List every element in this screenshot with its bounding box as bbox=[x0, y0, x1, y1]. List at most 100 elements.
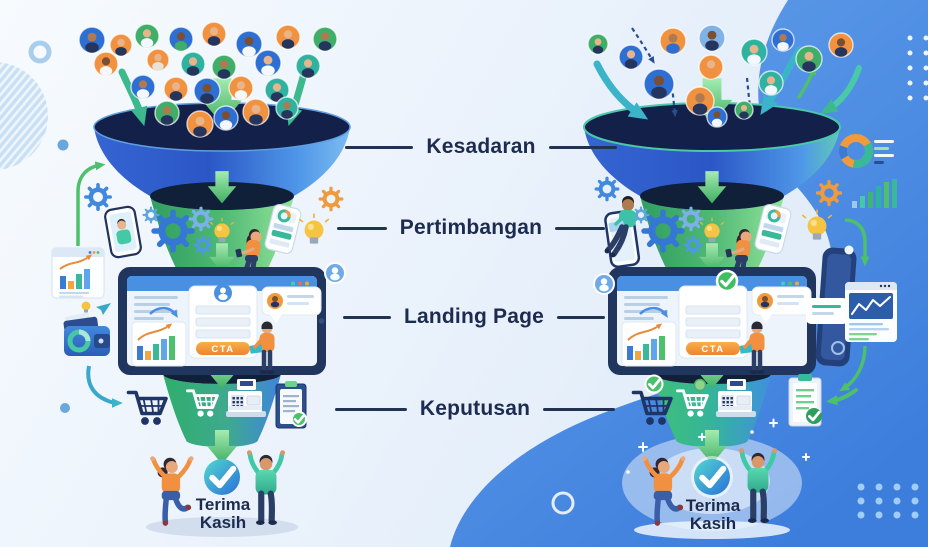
thanks-line: Kasih bbox=[199, 513, 247, 533]
ground-shadow bbox=[634, 521, 790, 539]
thanks-line: Terima bbox=[195, 495, 251, 514]
grid-dot bbox=[875, 511, 883, 519]
gear-icon bbox=[320, 188, 342, 210]
bar-chart-icon bbox=[852, 179, 897, 208]
avatar bbox=[180, 51, 206, 77]
entry-arrow-left bbox=[593, 60, 649, 120]
avatar bbox=[235, 30, 263, 58]
connector-line bbox=[548, 145, 618, 149]
avatar bbox=[618, 44, 644, 70]
avatar bbox=[758, 70, 784, 96]
avatar bbox=[168, 26, 194, 52]
avatar bbox=[201, 21, 227, 47]
avatar-badge-icon bbox=[324, 262, 346, 284]
line-chart-browser-icon bbox=[845, 282, 897, 342]
avatar bbox=[698, 24, 726, 52]
entry-arrow-left bbox=[118, 68, 148, 127]
clipboard-check-icon bbox=[788, 374, 822, 427]
grid-dot bbox=[893, 497, 901, 505]
check-badge-icon bbox=[644, 374, 664, 394]
avatar bbox=[275, 24, 301, 50]
avatar bbox=[795, 45, 823, 73]
connector-line bbox=[335, 407, 407, 411]
avatar bbox=[264, 77, 290, 103]
avatar bbox=[93, 51, 119, 77]
avatar bbox=[254, 49, 282, 77]
lightbulb-small-icon bbox=[81, 301, 91, 313]
avatar bbox=[242, 98, 270, 126]
celebrating-woman bbox=[150, 456, 193, 526]
avatar bbox=[706, 106, 728, 128]
grid-dot bbox=[911, 497, 919, 505]
avatar bbox=[734, 100, 754, 120]
right-funnel: CTA bbox=[583, 24, 862, 539]
grid-dot bbox=[923, 35, 928, 41]
audience-avatars bbox=[78, 21, 338, 138]
browser-dot bbox=[788, 281, 792, 286]
thanks-text-right: Terima Kasih bbox=[686, 496, 741, 534]
paper-plane-icon bbox=[96, 303, 111, 315]
dot-decoration bbox=[844, 245, 854, 255]
wallet-icon bbox=[63, 312, 110, 356]
sparkles bbox=[626, 418, 810, 474]
man-on-phone bbox=[604, 196, 641, 269]
dashed-arrow bbox=[670, 85, 678, 118]
grid-dot bbox=[857, 483, 865, 491]
stats-browser-icon bbox=[51, 247, 105, 299]
left-icon-column bbox=[51, 161, 142, 413]
form-check-badge bbox=[715, 269, 739, 293]
connector-line bbox=[555, 226, 605, 230]
grid-dot bbox=[911, 483, 919, 491]
audience-avatars bbox=[587, 24, 854, 128]
gear-icon bbox=[86, 185, 110, 209]
grid-dot bbox=[893, 483, 901, 491]
grid-dot bbox=[875, 497, 883, 505]
avatar bbox=[134, 23, 160, 49]
cta-button-label: CTA bbox=[211, 344, 234, 355]
grid-dot bbox=[907, 50, 913, 56]
striped-blob bbox=[0, 62, 48, 170]
connector-line bbox=[557, 315, 605, 319]
form-avatar-head bbox=[220, 287, 226, 294]
thanks-text-left: Terima Kasih bbox=[195, 495, 251, 533]
avatar bbox=[295, 53, 321, 79]
stage-label-pertimbangan: Pertimbangan bbox=[399, 216, 543, 239]
avatar bbox=[186, 110, 214, 138]
landing-page-tablet: CTA bbox=[118, 267, 326, 375]
grid-dot bbox=[911, 511, 919, 519]
stage-row-pertimbangan: Pertimbangan bbox=[337, 216, 605, 240]
avatar bbox=[698, 54, 724, 80]
gear-icon bbox=[596, 178, 618, 200]
success-check-circle bbox=[204, 459, 240, 495]
left-funnel: CTA bbox=[78, 21, 351, 537]
avatar bbox=[193, 77, 221, 105]
connector-line bbox=[343, 315, 391, 319]
dots-grid bbox=[857, 35, 928, 519]
avatar bbox=[109, 33, 133, 57]
stage-label-kesadaran: Kesadaran bbox=[426, 135, 536, 158]
avatar bbox=[146, 48, 170, 72]
grid-dot bbox=[857, 497, 865, 505]
clipboard-check-icon bbox=[275, 381, 307, 429]
avatar bbox=[659, 27, 687, 55]
avatar bbox=[312, 26, 338, 52]
grid-dot bbox=[907, 80, 913, 86]
stage-row-keputusan: Keputusan bbox=[335, 397, 615, 421]
grid-dot bbox=[907, 95, 913, 101]
avatar bbox=[213, 105, 239, 131]
grid-dot bbox=[923, 95, 928, 101]
grid-dot bbox=[907, 65, 913, 71]
stage-label-landing-page: Landing Page bbox=[403, 305, 545, 328]
grid-dot bbox=[923, 50, 928, 56]
avatar bbox=[228, 75, 254, 101]
arrow-to-clipboard bbox=[825, 388, 858, 406]
grid-dot bbox=[857, 511, 865, 519]
avatar-badge-icon bbox=[593, 273, 615, 295]
curved-arrow-down-icon bbox=[844, 218, 870, 267]
curved-arrow-to-cart-icon bbox=[86, 365, 123, 408]
grid-dot bbox=[907, 35, 913, 41]
form-avatar-body bbox=[218, 293, 228, 301]
coin-icon bbox=[693, 378, 707, 392]
stage-row-landing-page: Landing Page bbox=[343, 305, 605, 329]
